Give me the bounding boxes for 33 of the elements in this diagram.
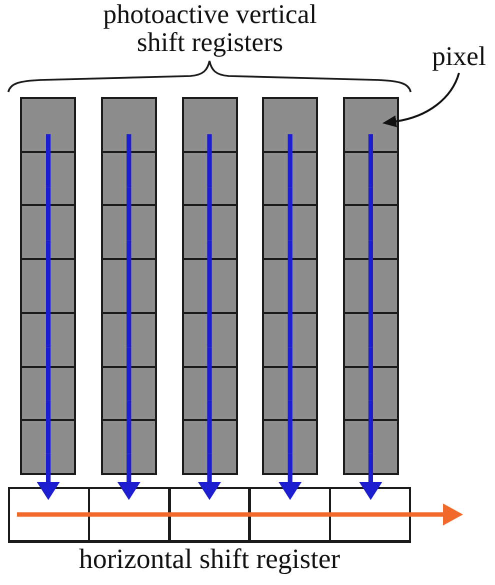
pixel-cell — [102, 419, 155, 474]
pixel-cell — [22, 258, 74, 312]
register-column — [100, 97, 157, 475]
pixel-cell — [264, 258, 316, 312]
pixel-cell — [102, 258, 155, 312]
pixel-cell — [344, 99, 397, 151]
callout-label: pixel — [429, 40, 489, 73]
pixel-cell — [344, 204, 397, 258]
pixel-cell — [22, 99, 74, 151]
arrow — [17, 504, 463, 526]
pixel-cell — [22, 419, 74, 474]
pixel-cell — [264, 99, 316, 151]
register-column — [342, 97, 399, 475]
pixel-cell — [102, 99, 155, 151]
pixel-cell — [102, 204, 155, 258]
register-column — [182, 97, 238, 475]
pixel-cell — [184, 204, 236, 258]
pixel-cell — [264, 419, 316, 474]
register-column — [20, 97, 76, 475]
brace-label: photoactive vertical shift registers — [102, 0, 318, 56]
pixel-cell — [184, 419, 236, 474]
pixel-cell — [264, 204, 316, 258]
register-cell — [88, 486, 171, 542]
pixel-cell — [184, 258, 236, 312]
pixel-cell — [22, 204, 74, 258]
caption-label: horizontal shift register — [78, 544, 342, 576]
register-cell — [248, 486, 332, 542]
leader-line — [382, 72, 460, 128]
pixel-cell — [344, 419, 397, 474]
register-column — [262, 97, 318, 475]
register-cell — [168, 486, 251, 542]
pixel-cell — [344, 258, 397, 312]
pixel-cell — [184, 99, 236, 151]
